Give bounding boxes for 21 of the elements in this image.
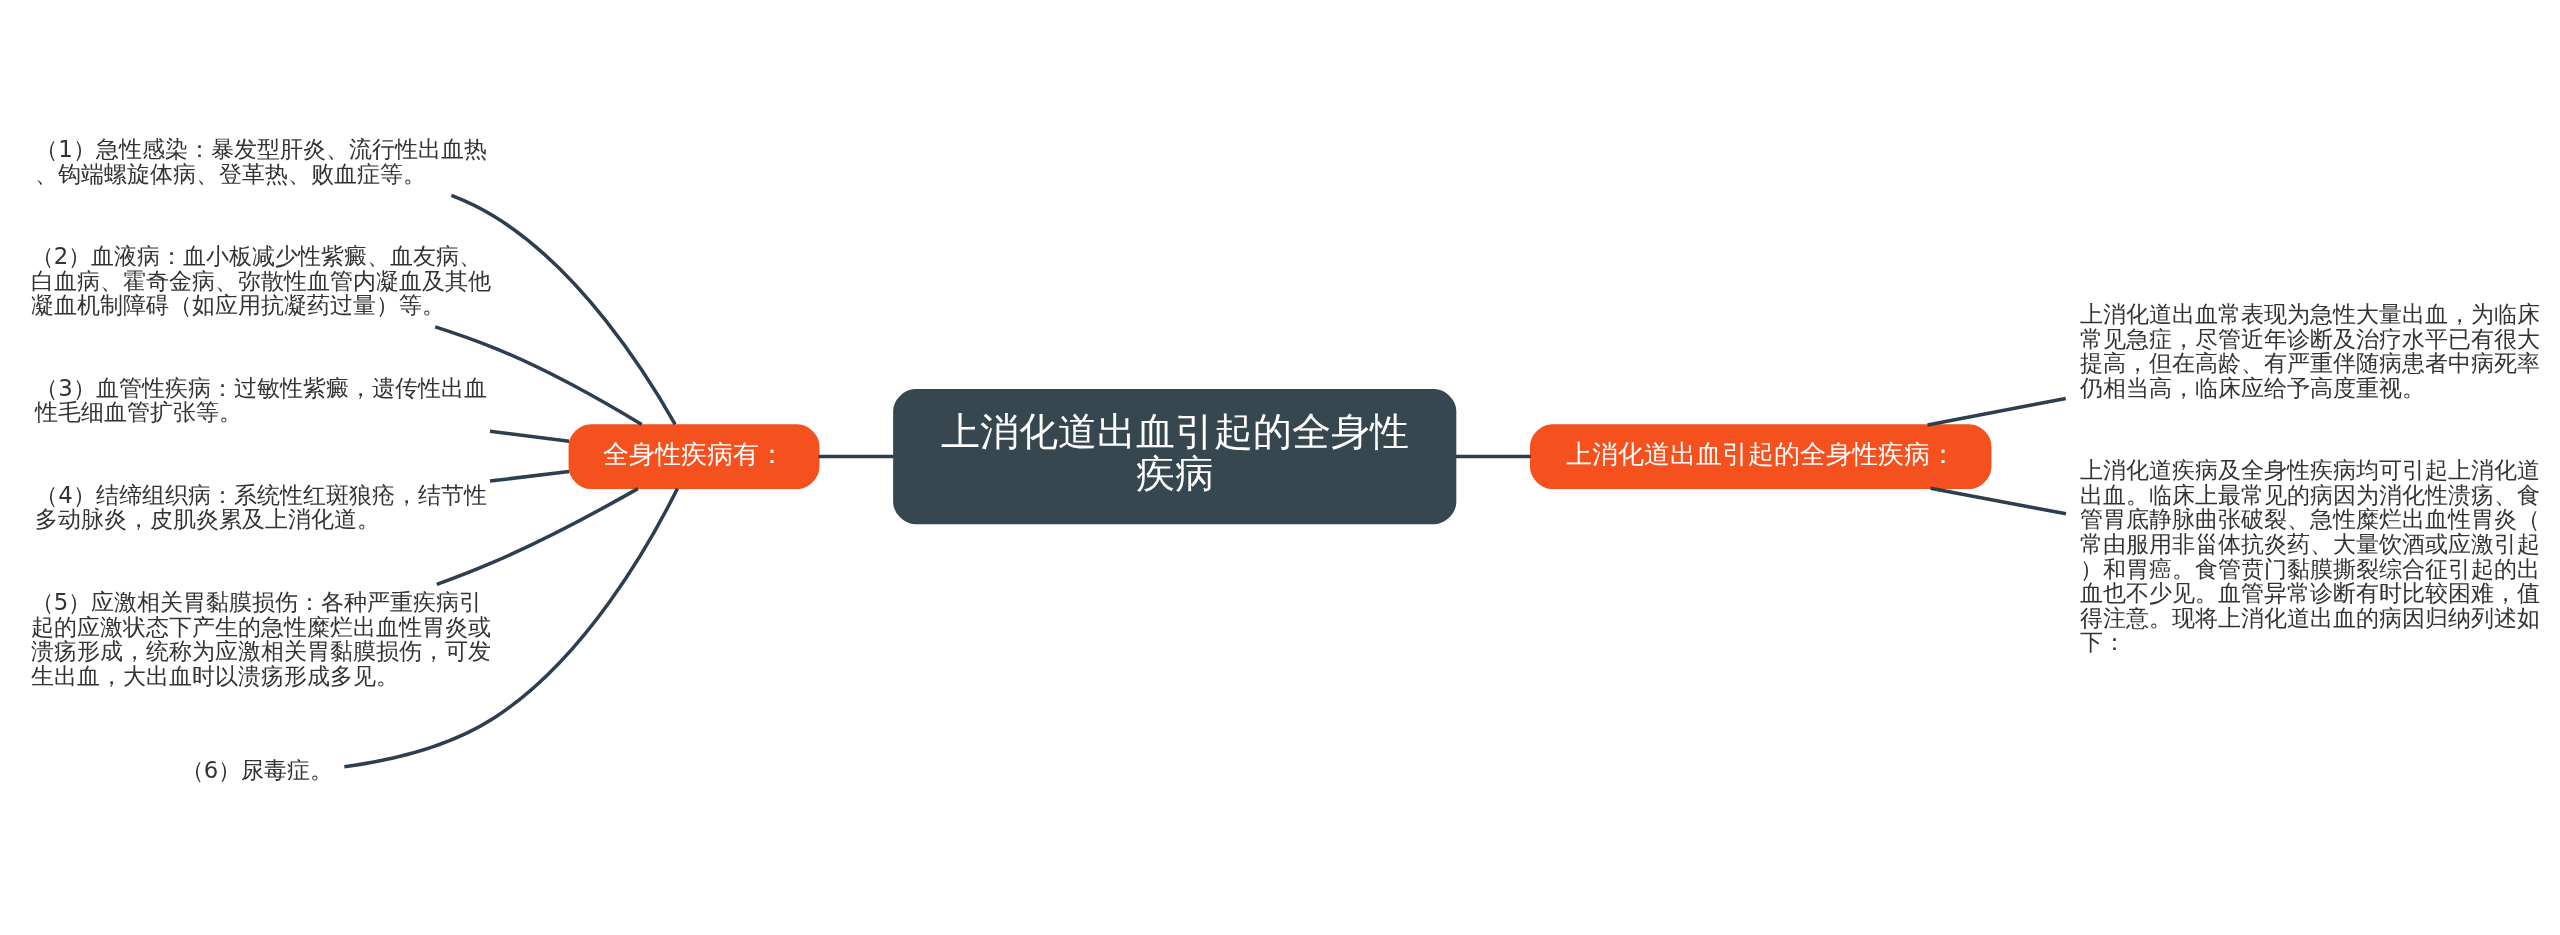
connector	[1455, 454, 1531, 458]
node-text: （6）尿毒症。	[180, 756, 334, 783]
node-box: 全身性疾病有：	[568, 423, 820, 489]
connector	[450, 193, 677, 425]
connector	[1927, 396, 2067, 427]
node-text: 上消化道出血常表现为急性大量出血，为临床常见急症，尽管近年诊断及治疗水平已有很大提高，但在高龄、有严重伴随病患者中病死率仍相当高，临床应给予高度重视。	[2080, 300, 2541, 401]
connector	[434, 324, 643, 426]
connector	[489, 429, 570, 443]
node-text: 上消化道疾病及全身性疾病均可引起上消化道出血。临床上最常见的病因为消化性溃疡、食管胃底静脉曲张破裂、急性糜烂出血性胃炎（常由服用非甾体抗炎药、大量饮酒或应激引起）和胃癌。食管贲门黏膜撕裂综合征引起的出血也不少见。血管异常诊断有时比较困难，值得注意。现将上消化道出血的病因归纳列述如下：	[2080, 456, 2541, 655]
node-text: （4）结缔组织病：系统性红斑狼疮，结节性多动脉炎，皮肌炎累及上消化道。	[35, 481, 487, 532]
connector	[436, 486, 639, 586]
connector	[344, 487, 679, 769]
node-box: 上消化道出血引起的全身性疾病：	[1530, 423, 1992, 489]
node-text: （3）血管性疾病：过敏性紫癜，遗传性出血性毛细血管扩张等。	[35, 374, 487, 425]
node-box: 上消化道出血引起的全身性疾病	[893, 388, 1457, 524]
connector	[489, 469, 570, 483]
node-text: （5）应激相关胃黏膜损伤：各种严重疾病引起的应激状态下产生的急性糜烂出血性胃炎或溃疡形成，统称为应激相关胃黏膜损伤，可发生出血，大出血时以溃疡形成多见。	[30, 588, 491, 689]
connector	[1930, 486, 2067, 515]
node-text: （2）血液病：血小板减少性紫癜、血友病、白血病、霍奇金病、弥散性血管内凝血及其他凝血机制障碍（如应用抗凝药过量）等。	[30, 242, 491, 318]
connector	[818, 454, 894, 458]
node-text: （1）急性感染：暴发型肝炎、流行性出血热、钩端螺旋体病、登革热、败血症等。	[35, 135, 487, 187]
